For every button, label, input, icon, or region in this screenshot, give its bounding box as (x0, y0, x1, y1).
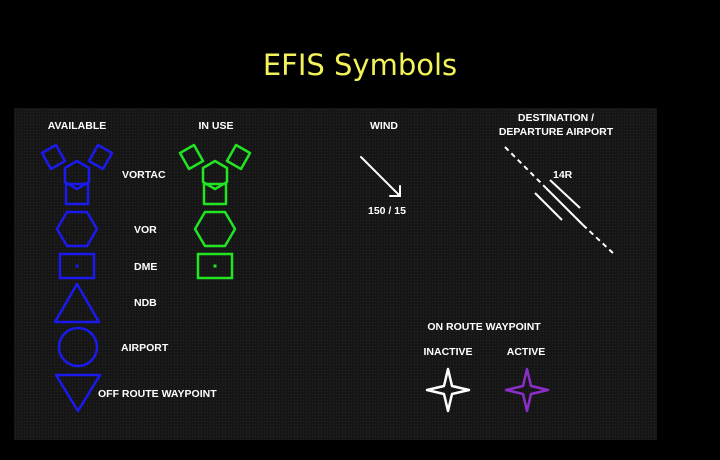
on-route-waypoint-title: ON ROUTE WAYPOINT (427, 321, 541, 333)
waypoint-active-star-icon (504, 367, 550, 413)
header-destination-line2: DEPARTURE AIRPORT (499, 126, 614, 138)
header-destination-line1: DESTINATION / (518, 112, 594, 124)
vortac-in-use-icon (178, 143, 252, 206)
waypoint-active-label: ACTIVE (507, 346, 546, 358)
off-route-waypoint-icon (54, 373, 102, 413)
page-title: EFIS Symbols (262, 48, 458, 82)
header-available: AVAILABLE (48, 120, 107, 132)
vor-available-icon (55, 210, 99, 248)
label-vortac: VORTAC (122, 169, 166, 181)
ndb-icon (53, 282, 101, 324)
wind-arrow-icon (360, 156, 401, 197)
header-in-use: IN USE (198, 120, 233, 132)
dme-in-use-icon (196, 252, 234, 280)
label-airport: AIRPORT (121, 342, 169, 354)
symbols-panel (14, 108, 657, 440)
runway-label: 14R (553, 169, 573, 181)
label-off-route-waypoint: OFF ROUTE WAYPOINT (98, 388, 217, 400)
vor-in-use-icon (193, 210, 237, 248)
waypoint-inactive-label: INACTIVE (423, 346, 472, 358)
airport-icon (57, 326, 99, 368)
header-wind: WIND (370, 120, 398, 132)
label-vor: VOR (134, 224, 157, 236)
runway-icon (504, 146, 615, 255)
label-ndb: NDB (134, 297, 157, 309)
wind-value: 150 / 15 (368, 205, 406, 217)
waypoint-inactive-star-icon (425, 367, 471, 413)
dme-available-icon (58, 252, 96, 280)
label-dme: DME (134, 261, 157, 273)
vortac-available-icon (40, 143, 114, 206)
